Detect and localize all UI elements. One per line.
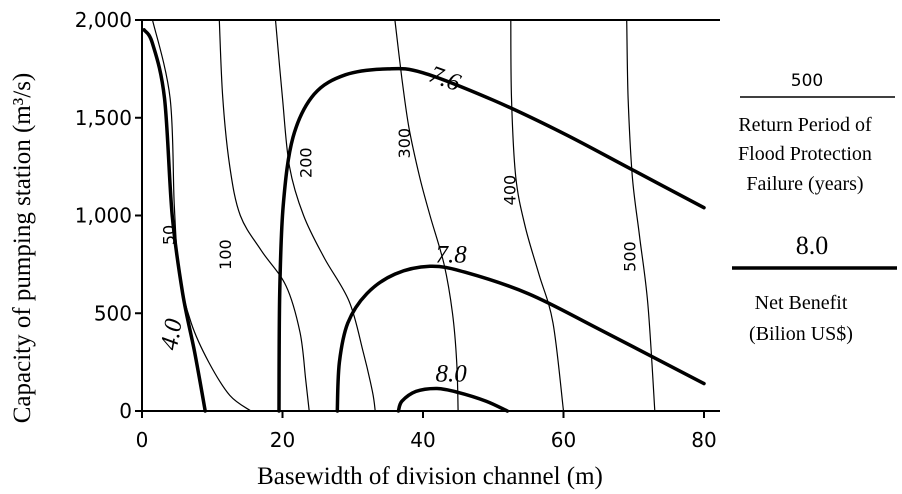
net-benefit-curve-7-6	[277, 66, 706, 413]
net-benefit-curve-4-0	[142, 28, 207, 413]
return-period-curve-50	[151, 19, 252, 412]
return-period-curve-100	[218, 19, 310, 412]
legend-thin-text-line-3: Failure (years)	[746, 173, 863, 195]
axis-ticks: 0 20 40 60 80 0 500 1,000 1,500 2,000	[75, 8, 717, 452]
contour-label-500: 500	[620, 241, 639, 272]
contour-label-400: 400	[500, 175, 519, 206]
contour-label-50: 50	[160, 225, 179, 245]
x-axis-title: Basewidth of division channel (m)	[257, 463, 603, 490]
legend-thick-text-line-1: Net Benefit	[755, 292, 848, 314]
legend-thin-text-line-1: Return Period of	[738, 114, 872, 136]
y-tick-label: 2,000	[75, 8, 132, 32]
y-axis-title: Capacity of pumping station (m³/s)	[9, 73, 36, 424]
contour-label-7-6: 7.6	[425, 61, 464, 97]
x-tick-label: 60	[551, 428, 576, 452]
contour-label-8-0: 8.0	[435, 361, 467, 388]
contour-label-200: 200	[297, 147, 316, 178]
legend-thin-text-line-2: Flood Protection	[738, 143, 872, 165]
y-tick-label: 1,500	[75, 106, 132, 130]
legend-thin-sample-label: 500	[791, 71, 823, 91]
contour-label-100: 100	[216, 239, 235, 270]
contour-labels: 50 100 200 300 400 500 4.0 7.6 7.8 8.0	[156, 61, 640, 388]
net-benefit-curve-8-0	[396, 386, 510, 413]
net-benefit-curve-7-8	[335, 264, 706, 413]
contour-label-300: 300	[395, 128, 414, 159]
x-tick-label: 0	[136, 428, 149, 452]
contour-label-7-8: 7.8	[435, 241, 467, 268]
legend: 500 Return Period of Flood Protection Fa…	[732, 71, 897, 345]
y-tick-label: 500	[94, 301, 132, 325]
return-period-curve-200	[274, 19, 376, 412]
x-tick-label: 40	[410, 428, 435, 452]
legend-thick-text-line-2: (Bilion US$)	[749, 323, 853, 345]
x-tick-label: 20	[270, 428, 295, 452]
return-period-curve-300	[394, 19, 459, 412]
y-tick-label: 1,000	[75, 204, 132, 228]
x-tick-label: 80	[691, 428, 716, 452]
return-period-curve-500	[626, 19, 656, 412]
return-period-curve-400	[510, 19, 565, 412]
chart-curves	[142, 19, 706, 413]
legend-thick-sample-label: 8.0	[796, 231, 829, 260]
y-tick-label: 0	[119, 399, 132, 423]
contour-label-4-0: 4.0	[156, 316, 188, 352]
